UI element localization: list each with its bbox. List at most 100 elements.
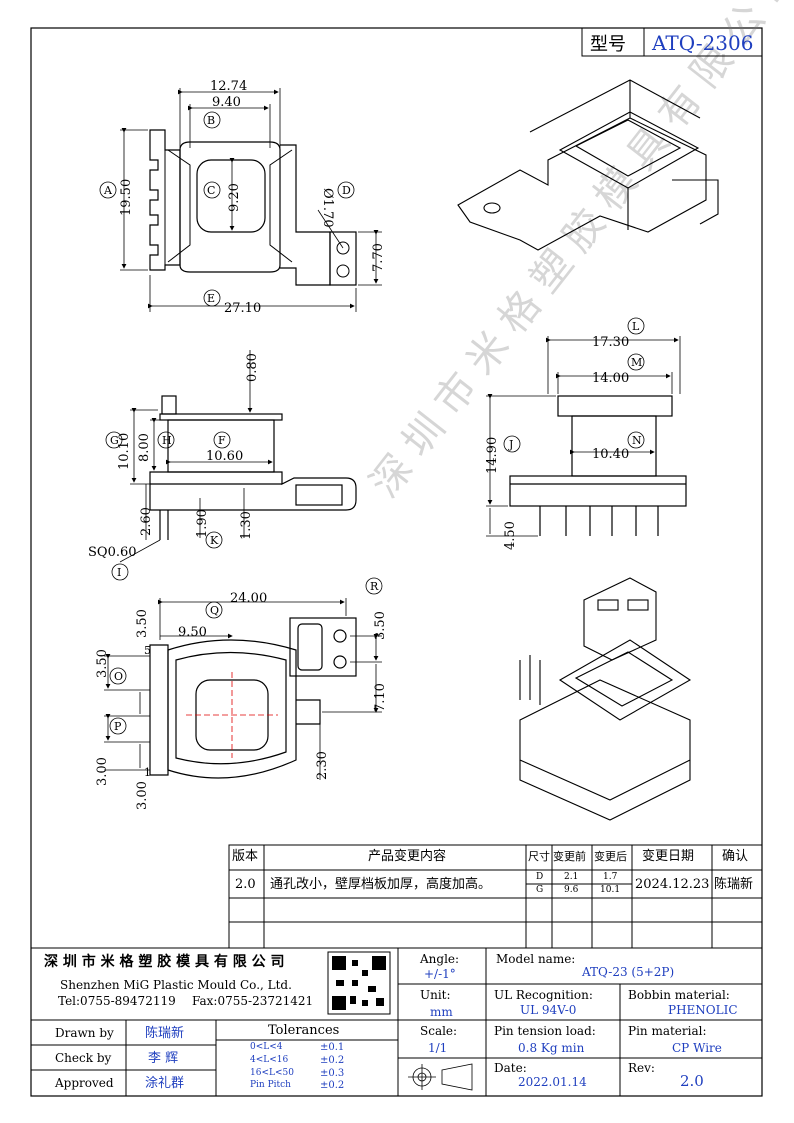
rev-row-dim-1: D (536, 872, 544, 882)
rev-row-version: 2.0 (235, 877, 256, 892)
svg-text:5: 5 (144, 644, 151, 657)
rev-row-after-2: 10.1 (600, 885, 621, 895)
rev-row-date: 2024.12.23 (635, 877, 710, 892)
model-name-label: Model name: (496, 952, 576, 966)
svg-text:L: L (632, 320, 640, 333)
rev-value: 2.0 (680, 1072, 704, 1090)
model-header-value: ATQ-2306 (651, 31, 753, 55)
tolerance-range-4: Pin Pitch (250, 1080, 291, 1090)
tolerance-range-2: 4<L<16 (250, 1055, 289, 1065)
rev-row-dim-2: G (536, 885, 544, 895)
svg-text:4.50: 4.50 (503, 521, 518, 550)
revision-table-grid (228, 844, 763, 949)
svg-text:P: P (114, 720, 122, 733)
bobbin-material-value: PHENOLIC (668, 1003, 738, 1017)
company-name-cn: 深 圳 市 米 格 塑 胶 模 具 有 限 公 司 (44, 954, 285, 970)
svg-text:Q: Q (210, 604, 219, 617)
svg-text:1.30: 1.30 (239, 511, 254, 540)
top-view-dims (99, 88, 382, 312)
svg-text:A: A (103, 184, 113, 197)
svg-text:2.60: 2.60 (139, 507, 154, 536)
sheet-border (30, 27, 763, 1097)
svg-text:10.60: 10.60 (206, 449, 243, 464)
drawn-by-value: 陈瑞新 (145, 1026, 185, 1041)
bottom-view-centerlines (186, 672, 278, 758)
company-tel: Tel:0755-89472119 (58, 994, 176, 1008)
bottom-view-dims (104, 577, 383, 780)
watermark-text: 深圳市米格塑胶模具有限公司 (362, 0, 794, 506)
tolerance-value-1: ±0.1 (320, 1042, 345, 1053)
side-view-dims (105, 350, 273, 581)
drawn-by-label: Drawn by (55, 1026, 114, 1040)
scale-value: 1/1 (428, 1041, 448, 1055)
rev-header-content: 产品变更内容 (368, 849, 447, 864)
svg-text:G: G (110, 434, 119, 447)
svg-text:C: C (207, 184, 215, 197)
svg-text:O: O (114, 670, 123, 683)
side-view (149, 395, 357, 540)
svg-text:1: 1 (144, 766, 151, 779)
rev-label: Rev: (628, 1061, 655, 1075)
svg-text:H: H (162, 434, 172, 447)
svg-text:7.70: 7.70 (371, 243, 386, 272)
bottom-view (149, 617, 357, 779)
rev-header-date: 变更日期 (642, 849, 695, 864)
approved-value: 涂礼群 (145, 1076, 185, 1091)
date-label: Date: (494, 1061, 527, 1075)
side-view-labels: 0.80 10.10 8.00 10.60 2.60 1.90 1.30 SQ0… (88, 353, 260, 579)
tolerance-range-1: 0<L<4 (250, 1042, 283, 1052)
svg-text:I: I (117, 566, 121, 579)
check-by-label: Check by (55, 1051, 112, 1065)
svg-text:14.00: 14.00 (592, 371, 629, 386)
svg-text:3.50: 3.50 (95, 649, 110, 678)
svg-text:3.50: 3.50 (373, 611, 388, 640)
svg-text:24.00: 24.00 (230, 591, 267, 606)
unit-value: mm (430, 1005, 453, 1019)
title-block-grid (31, 947, 762, 1096)
svg-text:Ø1.70: Ø1.70 (320, 188, 335, 228)
svg-text:10.10: 10.10 (117, 433, 132, 470)
svg-text:0.80: 0.80 (245, 353, 260, 382)
svg-text:12.74: 12.74 (210, 79, 247, 94)
svg-text:9.20: 9.20 (227, 183, 242, 212)
date-value: 2022.01.14 (518, 1075, 587, 1089)
front-view-dims (486, 317, 681, 537)
svg-text:10.40: 10.40 (592, 447, 629, 462)
rev-header-version: 版本 (232, 849, 259, 864)
svg-text:B: B (207, 114, 215, 127)
rev-row-before-1: 2.1 (564, 872, 579, 882)
angle-value: +/-1° (424, 967, 456, 981)
svg-text:J: J (508, 438, 513, 451)
svg-text:27.10: 27.10 (224, 301, 261, 316)
model-name-value: ATQ-23 (5+2P) (582, 965, 675, 979)
rev-row-after-1: 1.7 (603, 872, 618, 882)
isometric-view-bottom (519, 577, 692, 821)
rev-header-before: 变更前 (553, 850, 586, 863)
pin-material-value: CP Wire (672, 1041, 722, 1055)
svg-text:3.00: 3.00 (95, 757, 110, 786)
check-by-value: 李 辉 (148, 1051, 179, 1066)
pin-tension-label: Pin tension load: (494, 1024, 596, 1038)
isometric-view-top (457, 79, 719, 251)
angle-label: Angle: (420, 952, 460, 966)
rev-row-before-2: 9.6 (564, 885, 579, 895)
top-view-labels: 12.74 9.40 B A C D E 27.10 19.50 9.20 Ø1… (103, 79, 386, 316)
ul-value: UL 94V-0 (520, 1003, 577, 1017)
bottom-view-labels: 24.00 9.50 3.50 7.10 3.50 3.50 3.00 3.00… (95, 580, 388, 810)
svg-text:1.90: 1.90 (195, 509, 210, 538)
svg-text:3.00: 3.00 (135, 781, 150, 810)
svg-text:17.30: 17.30 (592, 335, 629, 350)
svg-text:E: E (207, 292, 215, 305)
qr-code (327, 951, 391, 1015)
rev-header-dims: 尺寸 (528, 850, 550, 863)
svg-text:D: D (342, 184, 351, 197)
pin-tension-value: 0.8 Kg min (518, 1041, 585, 1055)
svg-text:8.00: 8.00 (137, 433, 152, 462)
pin-material-label: Pin material: (628, 1024, 707, 1038)
svg-text:7.10: 7.10 (373, 683, 388, 712)
bobbin-material-label: Bobbin material: (628, 988, 730, 1002)
svg-text:19.50: 19.50 (119, 179, 134, 216)
tolerance-value-4: ±0.2 (320, 1080, 345, 1091)
approved-label: Approved (55, 1076, 114, 1090)
